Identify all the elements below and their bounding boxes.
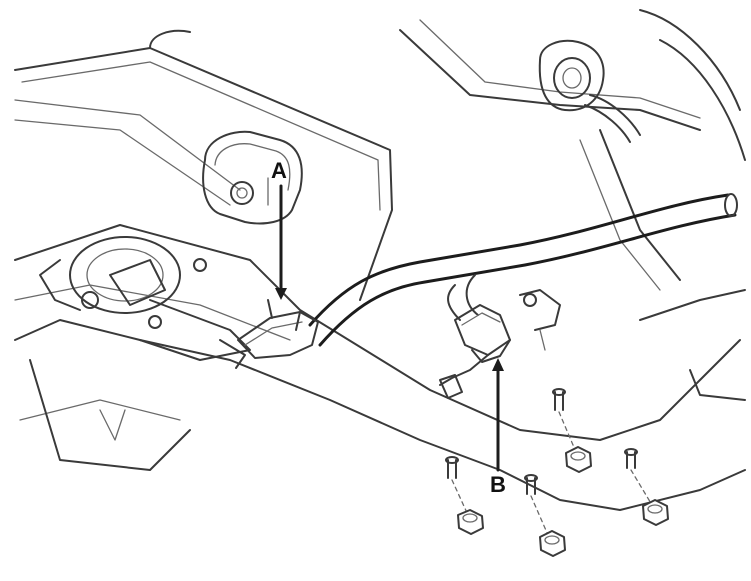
body-panel-outline [14,29,393,301]
callout-a-arrowhead [275,288,287,300]
component-b-connector [439,304,511,399]
callout-a-label: A [271,158,287,183]
nut-1 [457,509,484,535]
grommet-bracket [538,40,641,143]
stud-2 [524,474,538,495]
upper-right-structure [399,9,746,291]
callout-b: B [490,358,506,497]
wiring-harness [308,193,738,347]
component-a-harness-protector [237,299,319,359]
callout-b-arrowhead [492,358,504,371]
sensor-bracket [519,289,561,351]
mounting-pocket [202,130,303,225]
callout-a: A [267,158,287,300]
nut-2 [539,530,566,557]
pocket-bolt [230,181,254,205]
left-actuator-assembly [39,236,251,369]
nut-4 [642,499,669,526]
assembly-guide-lines [451,411,653,536]
stud-1 [445,456,459,479]
subframe-studs [445,388,638,495]
nut-3 [565,446,592,473]
stud-3 [552,388,566,411]
stud-4 [624,448,638,469]
callout-b-label: B [490,472,506,497]
